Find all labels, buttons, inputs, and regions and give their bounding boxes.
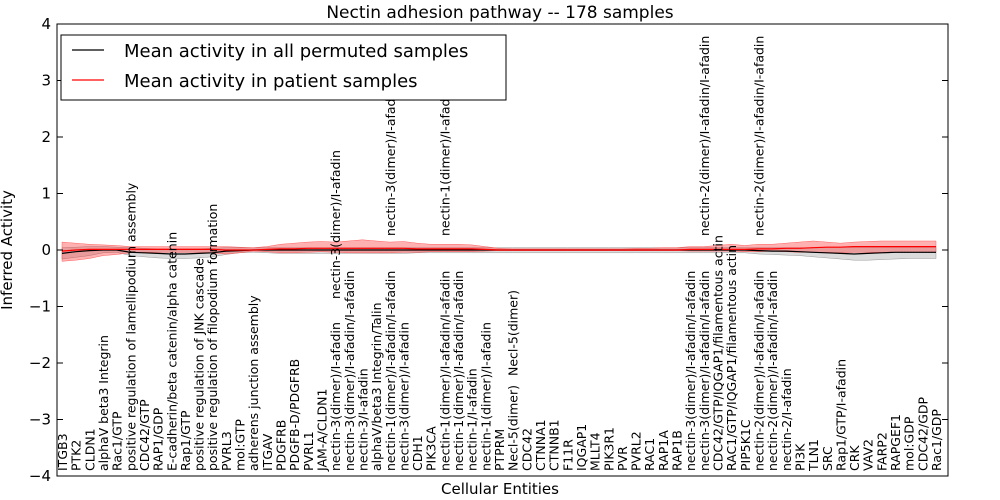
x-tick-label: Rac1/GTP — [110, 411, 125, 471]
x-tick-label: PVRL1 — [301, 431, 316, 471]
y-axis-label: Inferred Activity — [0, 190, 16, 310]
x-tick-label: CLDN1 — [82, 428, 97, 471]
x-tick-label: Rap1/GTP/I-afadin — [833, 359, 848, 471]
x-tick-label: PIK3CA — [424, 426, 439, 471]
legend: Mean activity in all permuted samples Me… — [60, 34, 507, 101]
x-tick-label: RAP1A — [656, 430, 671, 471]
y-ticks: 4 3 2 1 0 −1 −2 −3 −4 — [29, 15, 948, 485]
x-tick-label: nectin-2(dimer)/I-afadin/I-afadin — [752, 271, 767, 471]
y-tick-label: 4 — [41, 15, 51, 33]
x-tick-label: VAV2 — [861, 439, 876, 471]
x-tick-label: mol:GDP — [902, 416, 917, 471]
x-tick-label: PVRL2 — [629, 431, 644, 471]
x-tick-label: SRC — [820, 446, 835, 471]
x-tick-label: adherens junction assembly — [246, 295, 261, 471]
y-tick-label: 1 — [41, 185, 51, 203]
x-tick-label: Necl-5(dimer) — [506, 385, 521, 471]
x-tick-label: nectin-3(dimer)/I-afadin/I-afadin — [697, 271, 712, 471]
x-tick-label: PTPRM — [492, 429, 507, 471]
series-lines — [61, 246, 936, 255]
x-tick-label: CDC42 — [519, 428, 534, 471]
x-tick-label: IQGAP1 — [574, 424, 589, 471]
y-tick-label: 3 — [41, 72, 51, 90]
x-tick-label: positive regulation of lamellipodium ass… — [123, 182, 138, 471]
x-tick-label: PDGFRB — [274, 420, 289, 471]
x-tick-label: positive regulation of JNK cascade — [192, 258, 207, 471]
x-tick-label: nectin-3(dimer)/I-afadin/I-afadin — [342, 271, 357, 471]
x-tick-label: PDGFB-D/PDGFRB — [287, 359, 302, 471]
x-axis-label: Cellular Entities — [441, 480, 559, 498]
x-tick-label: PVR — [615, 446, 630, 471]
x-tick-label: TLN1 — [806, 439, 821, 472]
x-tick-label: RAC1/GTP/IQGAP1/filamentous actin — [724, 245, 739, 471]
x-tick-label: PIP5K1C — [738, 419, 753, 471]
x-tick-label: CTNNA1 — [533, 419, 548, 471]
x-tick-label: nectin-1(dimer)/I-afadin — [478, 322, 493, 471]
x-tick-label: nectin-1(dimer)/I-afadin/I-afadin — [437, 271, 452, 471]
x-tick-label: nectin-2/I-afadin — [779, 368, 794, 471]
x-tick-label: MLLT4 — [588, 432, 603, 471]
y-tick-label: 2 — [41, 128, 51, 146]
x-tick-label: CDC42/GTP — [137, 399, 152, 471]
x-tick-label: mol:GTP — [233, 419, 248, 471]
x-tick-label: nectin-1/I-afadin — [465, 368, 480, 471]
x-tick-label-overlap: Necl-5(dimer) — [506, 290, 521, 376]
x-tick-label-overlap: nectin-3(dimer)/I-afadin — [328, 150, 343, 299]
y-tick-label: −2 — [29, 354, 51, 372]
x-tick-label: nectin-1(dimer)/I-afadin/I-afadin — [383, 271, 398, 471]
x-tick-label-overlap: nectin-2(dimer)/I-afadin/I-afadin — [752, 36, 767, 236]
x-tick-label: CDC42/GTP/IQGAP1/filamentous actin — [711, 235, 726, 471]
legend-label-patient: Mean activity in patient samples — [124, 71, 418, 92]
series-line-patient — [61, 246, 936, 252]
x-tick-label: PI3K — [792, 443, 807, 471]
x-tick-label: F11R — [560, 439, 575, 471]
x-tick-label: PIK3R1 — [601, 427, 616, 471]
x-tick-label: PVRL3 — [219, 431, 234, 471]
y-tick-label: −3 — [29, 411, 51, 429]
y-tick-label: −1 — [29, 298, 51, 316]
x-tick-label: Rap1/GTP — [178, 410, 193, 471]
y-tick-label: −4 — [29, 467, 51, 485]
x-tick-label: FARP2 — [874, 432, 889, 471]
x-tick-label: nectin-1(dimer)/I-afadin/I-afadin — [451, 271, 466, 471]
x-tick-label: CDH1 — [410, 435, 425, 471]
x-tick-label: nectin-3/I-afadin — [355, 368, 370, 471]
x-tick-label: CDC42/GDP — [915, 396, 930, 471]
x-tick-label: nectin-2(dimer)/I-afadin/I-afadin — [765, 271, 780, 471]
legend-box — [60, 34, 507, 101]
y-tick-label: 0 — [41, 241, 51, 259]
x-tick-label: ITGB3 — [55, 433, 70, 471]
x-tick-label: RAP1B — [670, 430, 685, 471]
x-tick-label: RAC1 — [642, 438, 657, 471]
x-tick-label: alphaV/beta3 Integrin/Talin — [369, 303, 384, 472]
x-tick-label: PTK2 — [69, 440, 84, 471]
x-tick-label: E-cadherin/beta catenin/alpha catenin — [164, 232, 179, 471]
legend-label-permuted: Mean activity in all permuted samples — [124, 41, 468, 62]
x-tick-label: positive regulation of filopodium format… — [205, 204, 220, 471]
x-tick-label: RAPGEF1 — [888, 414, 903, 471]
x-tick-label: JAM-A/CLDN1 — [315, 389, 330, 472]
x-tick-label: Rac1/GDP — [929, 409, 944, 471]
x-tick-label: CRK — [847, 445, 862, 471]
x-tick-label-overlap: nectin-2(dimer)/I-afadin/I-afadin — [697, 36, 712, 236]
chart-title: Nectin adhesion pathway -- 178 samples — [326, 3, 673, 23]
x-tick-label: RAP1/GDP — [151, 407, 166, 471]
x-tick-label: nectin-3(dimer)/I-afadin/I-afadin — [683, 271, 698, 471]
x-tick-label: ITGAV — [260, 433, 275, 471]
x-tick-label: nectin-3(dimer)/I-afadin — [328, 322, 343, 471]
x-tick-label: alphaV beta3 Integrin — [96, 335, 111, 471]
x-tick-label: CTNNB1 — [547, 419, 562, 471]
x-tick-label: nectin-3(dimer)/I-afadin — [396, 322, 411, 471]
